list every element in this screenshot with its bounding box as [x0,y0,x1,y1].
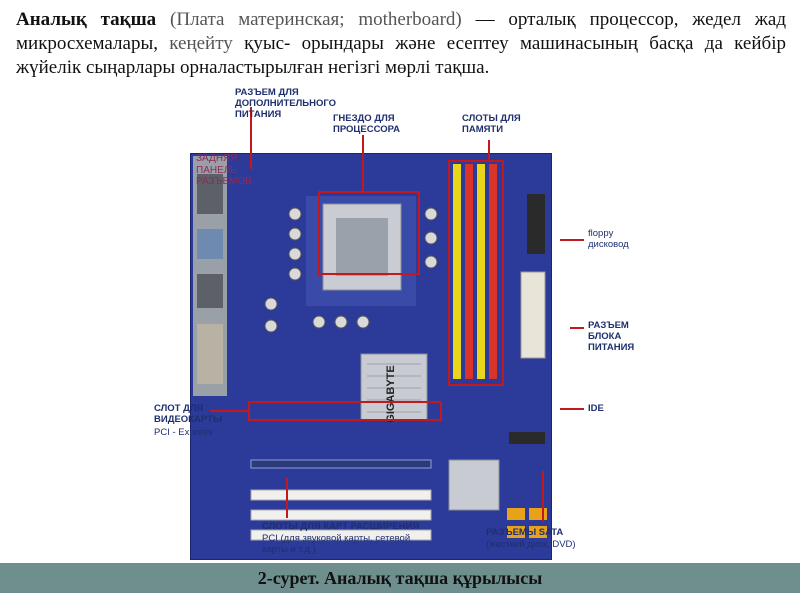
video-highlight-box [248,401,442,421]
intro-muted-word: кеңейту [169,33,233,54]
pointer-power-extra [250,107,252,169]
motherboard-drawing: GIGABYTE [193,156,547,541]
label-cpu-socket: ГНЕЗДО ДЛЯ ПРОЦЕССОРА [333,113,400,135]
label-sata-sub: (жесткий диск, DVD) [486,539,576,550]
label-expansion: СЛОТЫ ДЛЯ КАРТ РАСШИРЕНИЯ [262,521,420,532]
pointer-power-block [570,327,584,329]
intro-paren: (Плата материнская; motherboard) [170,9,462,30]
label-expansion-sub: PCI (для звуковой карты, сетевой карты и… [262,533,411,555]
intro-rest-2: қуыс- орындары және есептеу машинасының … [16,33,786,78]
label-sata: РАЗЪЕМЫ SATA [486,527,564,538]
pointer-memory [488,140,490,162]
motherboard-figure: GIGABYTE ЗАДНЯЯ ПАНЕЛЬ РАЗЪЕМОВ РАЗ [150,85,642,565]
pointer-expansion [286,478,288,518]
intro-term: Аналық тақша [16,9,157,30]
intro-paragraph: Аналық тақша (Плата материнская; motherb… [16,8,786,80]
figure-caption: 2-сурет. Аналық тақша құрылысы [257,568,543,588]
label-floppy: floppy дисковод [588,228,629,250]
pointer-ide [560,408,584,410]
label-ide: IDE [588,403,604,414]
motherboard-image: GIGABYTE [190,153,552,560]
label-memory: СЛОТЫ ДЛЯ ПАМЯТИ [462,113,521,135]
memory-highlight-box [448,160,504,386]
pointer-sata [542,471,544,521]
intro-rest-1: — орталық процессор, жедел жад микросхем… [16,9,787,54]
footer-bar [0,563,800,593]
label-video: СЛОТ ДЛЯ ВИДЕОКАРТЫ [154,403,223,425]
label-video-sub: PCI - Express [154,427,213,438]
cpu-highlight-box [318,191,420,275]
pointer-floppy [560,239,584,241]
label-power-block: РАЗЪЕМ БЛОКА ПИТАНИЯ [588,320,635,353]
pointer-video [210,410,250,412]
rear-panel-label: ЗАДНЯЯ ПАНЕЛЬ РАЗЪЕМОВ [196,153,252,188]
pointer-cpu [362,135,364,193]
chip-brand-text: GIGABYTE [385,365,397,422]
label-power-extra: РАЗЪЕМ ДЛЯ ДОПОЛНИТЕЛЬНОГО ПИТАНИЯ [235,87,337,120]
